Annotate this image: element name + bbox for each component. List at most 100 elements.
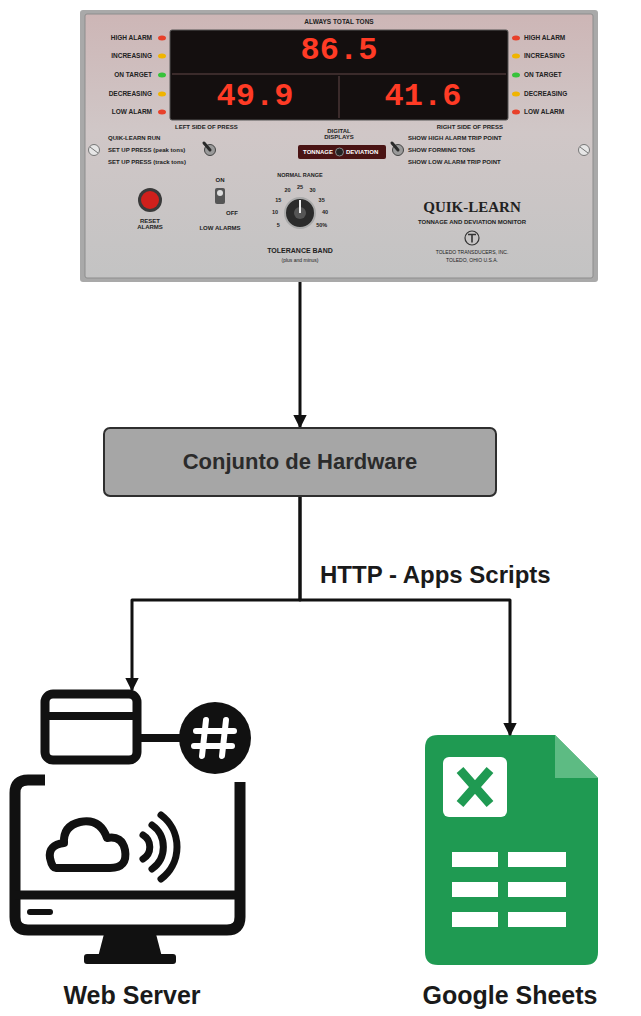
tolerance-dial (285, 198, 315, 228)
status-label: HIGH ALARM (111, 35, 152, 42)
maker-name: TOLEDO, OHIO U.S.A. (446, 258, 498, 263)
dial-number: 25 (297, 185, 303, 191)
switch-label: DEVIATION (346, 149, 378, 155)
switch-label: SHOW LOW ALARM TRIP POINT (408, 159, 501, 165)
tonnage-monitor-panel: ALWAYS TOTAL TONS86.549.941.6HIGH ALARMI… (80, 10, 598, 282)
google-sheets-icon (425, 735, 598, 965)
monitor-photo (85, 14, 593, 278)
display-caption: RIGHT SIDE OF PRESS (437, 124, 503, 130)
status-led (158, 54, 166, 59)
monitor-photo (80, 10, 598, 282)
status-label: INCREASING (524, 53, 565, 60)
status-led (158, 36, 166, 41)
reset-button (141, 191, 159, 209)
dial-number: 50% (316, 223, 327, 229)
display-digits: 49.9 (217, 80, 294, 114)
status-label: DECREASING (524, 91, 567, 98)
status-led (158, 92, 166, 97)
monitor-photo (80, 10, 598, 282)
dial-number: 10 (272, 210, 278, 216)
status-label: ON TARGET (114, 72, 152, 79)
dial-number: 35 (319, 198, 325, 204)
maker-logo (468, 235, 476, 243)
web-server-icon (15, 694, 251, 964)
toggle-switch (217, 190, 223, 196)
edge-label: HTTP - Apps Scripts (318, 562, 553, 587)
web-server-icon (30, 909, 50, 915)
google-sheets-icon (452, 852, 498, 867)
dial-label: NORMAL RANGE (277, 173, 322, 179)
dial-label: TOLERANCE BAND (267, 247, 333, 254)
web-server-icon (84, 954, 176, 964)
display-digits: 41.6 (385, 80, 462, 114)
digital-display (170, 30, 508, 120)
maker-logo (465, 231, 479, 245)
status-label: LOW ALARM (112, 109, 152, 116)
display-selector (298, 145, 386, 159)
digital-display (172, 73, 506, 75)
google-sheets-icon (508, 912, 566, 927)
web-server-node: Web Server (7, 690, 257, 1010)
google-sheets-icon (508, 882, 566, 897)
display-caption: DIGITAL DISPLAYS (316, 128, 362, 141)
web-server-icon (98, 934, 162, 957)
status-label: ON TARGET (524, 72, 562, 79)
maker-logo (465, 231, 479, 245)
web-server-icon (50, 821, 126, 868)
dial-number: 15 (275, 198, 281, 204)
dial-label: (plus and minus) (282, 258, 319, 263)
tolerance-dial (285, 198, 315, 228)
switch-label: ON (216, 177, 225, 183)
status-label: INCREASING (111, 53, 152, 60)
icon-label: Web Server (63, 982, 200, 1008)
icon-label: Google Sheets (422, 982, 597, 1008)
brand-name: QUIK-LEARN (423, 200, 521, 216)
reset-button (138, 188, 162, 212)
status-label: LOW ALARM (524, 109, 564, 116)
google-sheets-icon (460, 770, 490, 804)
arrow-connector (299, 282, 302, 427)
digital-display (170, 30, 508, 120)
digital-display (338, 76, 340, 118)
status-led (512, 73, 520, 78)
google-sheets-node: Google Sheets (418, 735, 601, 1010)
status-label: DECREASING (109, 91, 152, 98)
switch-label: OFF (226, 210, 238, 216)
web-server-icon (194, 720, 234, 756)
status-label: HIGH ALARM (524, 35, 565, 42)
switch-label: SET UP PRESS (peak tons) (108, 147, 185, 153)
web-server-icon (179, 702, 251, 774)
switch-label: SET UP PRESS (track tons) (108, 159, 186, 165)
dial-number: 5 (277, 223, 280, 229)
toggle-switch (215, 188, 225, 204)
box-label: Conjunto de Hardware (183, 450, 418, 473)
screw (89, 145, 100, 156)
google-sheets-icon (425, 735, 598, 965)
google-sheets-icon (555, 735, 598, 778)
status-led (158, 110, 166, 115)
status-led (512, 36, 520, 41)
display-selector (298, 145, 386, 159)
switch-label: SHOW HIGH ALARM TRIP POINT (408, 135, 502, 141)
google-sheets-icon (443, 757, 507, 817)
status-led (512, 54, 520, 59)
maker-name: TOLEDO TRANSDUCERS, INC. (436, 250, 509, 255)
dial-number: 40 (322, 210, 328, 216)
web-server-icon (45, 694, 137, 760)
screw (580, 147, 588, 153)
google-sheets-icon (452, 882, 498, 897)
tolerance-dial (299, 200, 301, 213)
status-led (158, 73, 166, 78)
switch-label: TONNAGE (303, 149, 333, 155)
display-selector (336, 148, 344, 156)
google-sheets-icon (452, 912, 498, 927)
dial-number: 20 (284, 188, 290, 194)
arrow-connector (300, 497, 510, 735)
toggle-switch (204, 143, 210, 150)
screw (90, 147, 98, 153)
button-label: RESET ALARMS (133, 218, 167, 231)
switch-label: LOW ALARMS (199, 225, 240, 231)
toggle-switch (204, 143, 404, 204)
reset-button (138, 188, 162, 212)
